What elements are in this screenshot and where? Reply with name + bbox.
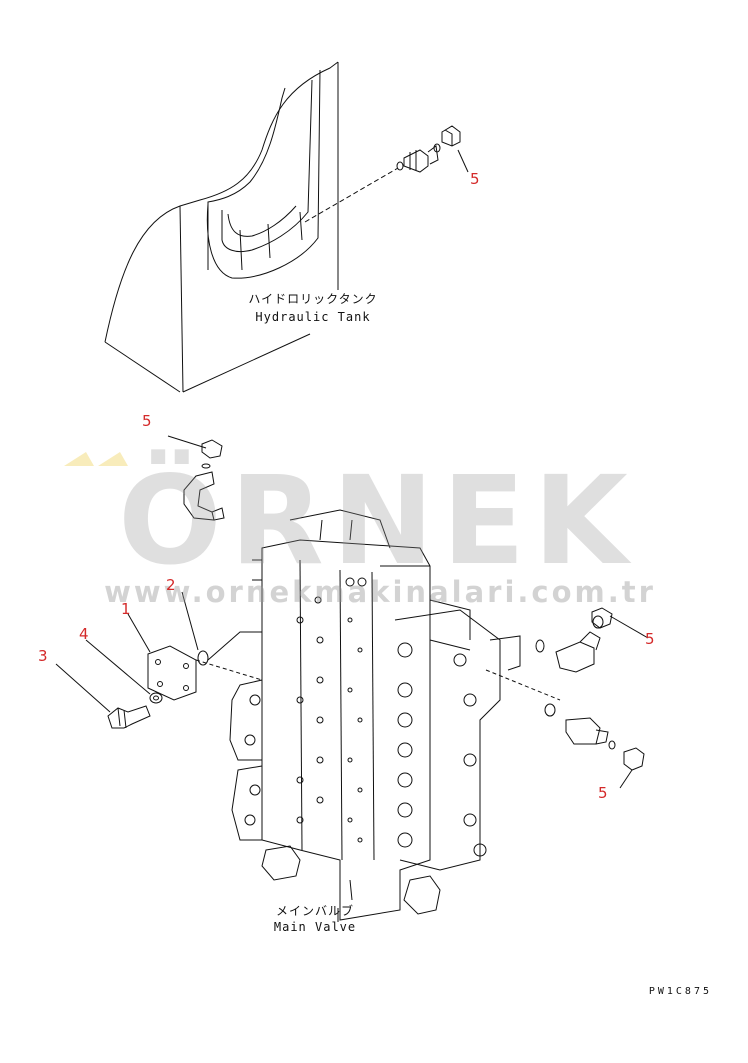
tank-label-en: Hydraulic Tank	[255, 310, 371, 324]
right-fittings	[485, 607, 649, 789]
callout-5-right: 5	[645, 630, 655, 648]
callout-5-top: 5	[470, 170, 480, 188]
hydraulic-tank	[104, 61, 399, 393]
main-valve	[229, 509, 501, 921]
callout-5-left: 5	[142, 412, 152, 430]
callout-3: 3	[38, 647, 48, 665]
watermark-url: www.ornekmakinalari.com.tr	[104, 575, 656, 609]
valve-label-jp: メインバルブ	[275, 904, 354, 918]
watermark-accent	[64, 452, 128, 466]
watermark-brand: ÖRNEK	[118, 450, 636, 592]
left-parts	[107, 631, 263, 729]
callout-4: 4	[79, 625, 89, 643]
drawing-code: PW1C875	[648, 986, 712, 997]
left-elbow-fitting	[167, 435, 225, 521]
leader-lines	[55, 591, 353, 922]
callout-2: 2	[166, 576, 176, 594]
top-fittings	[396, 125, 469, 173]
tank-label-jp: ハイドロリックタンク	[248, 292, 378, 306]
callout-1: 1	[121, 600, 131, 618]
callout-5-bottom: 5	[598, 784, 608, 802]
valve-label-en: Main Valve	[273, 920, 357, 934]
